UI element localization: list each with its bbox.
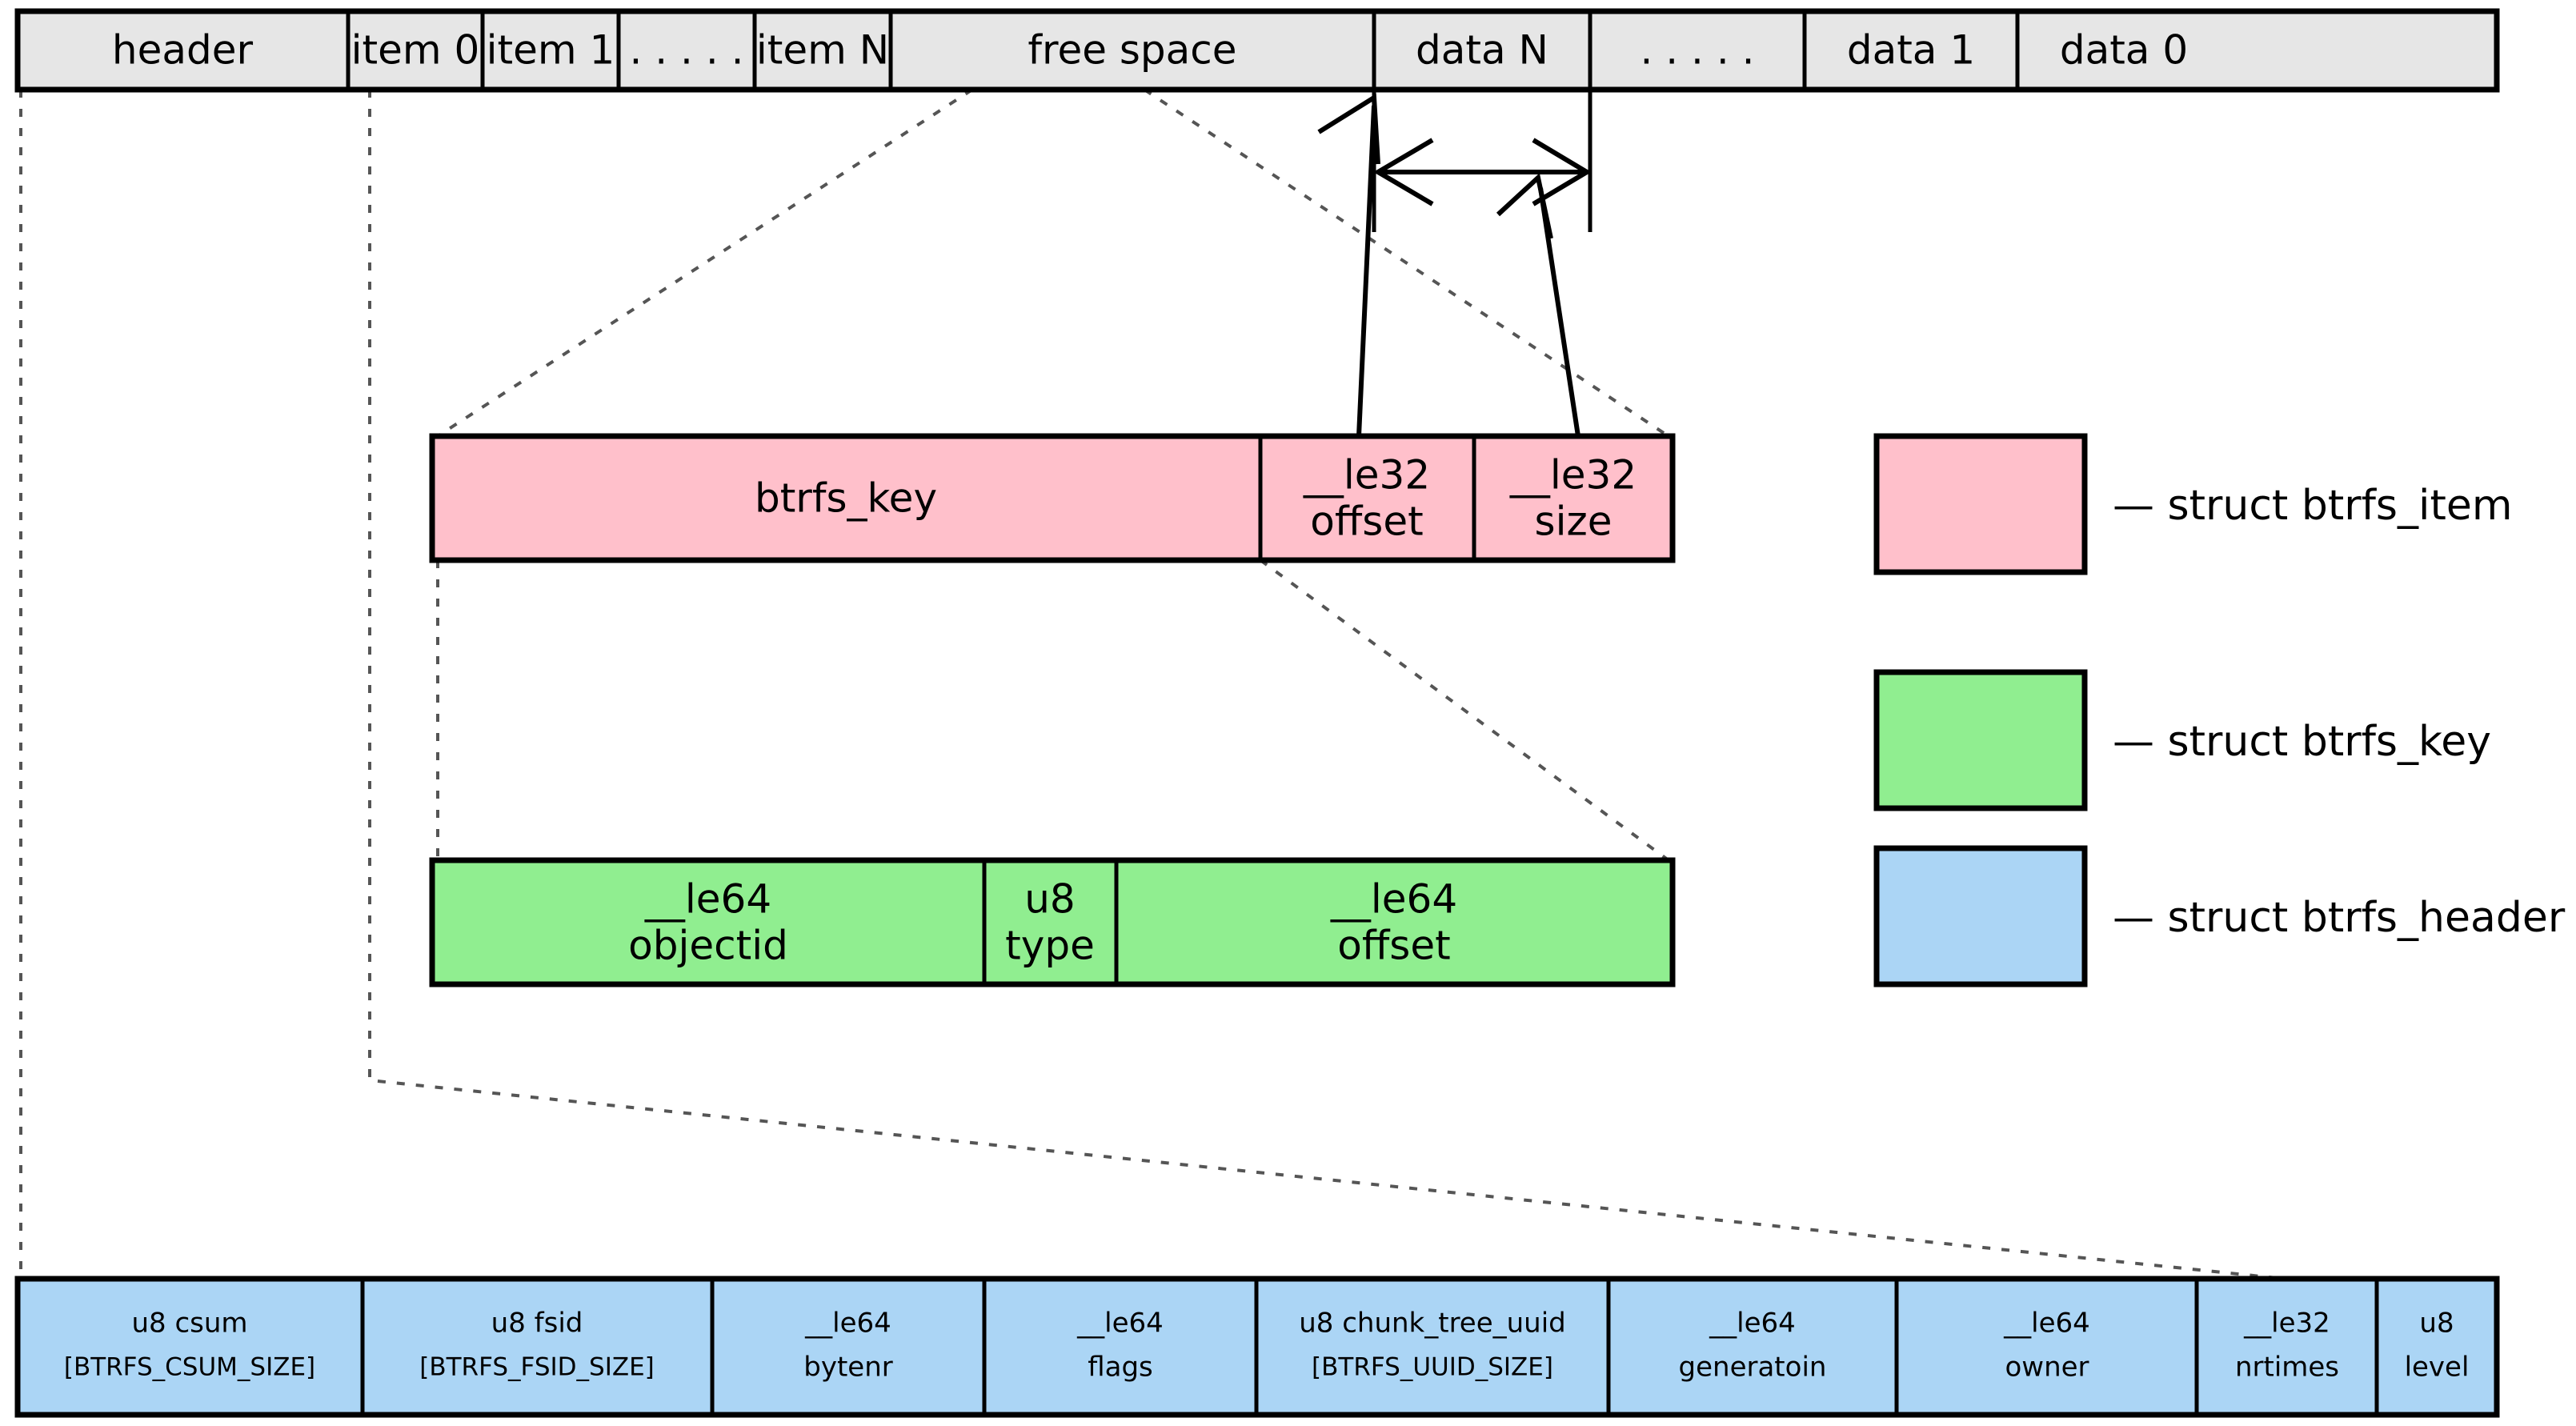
- key-cell-type-name: type: [1005, 923, 1095, 969]
- item-cell-offset-name: offset: [1310, 499, 1423, 545]
- leaf-cell-data-ellipsis: . . . . .: [1640, 27, 1754, 74]
- offset-pointer-line: [1356, 105, 1376, 437]
- key-cell-objectid-name: objectid: [628, 923, 788, 969]
- legend-label-btrfs-header: — struct btrfs_header: [2113, 894, 2566, 942]
- header-cell-generation-type: __le64: [1709, 1308, 1796, 1340]
- size-span-arrowhead-right: [1532, 138, 1592, 206]
- item-cell-size-type: __le32: [1509, 452, 1637, 499]
- size-pointer-arrowhead: [1496, 173, 1553, 239]
- btrfs-item-row-background: [429, 433, 1676, 563]
- header-cell-owner-name: owner: [2005, 1352, 2089, 1384]
- header-cell-flags-type: __le64: [1076, 1308, 1164, 1340]
- btrfs-key-row: __le64 objectid u8 type __le64 offset: [429, 857, 1676, 987]
- leaf-cell-item-n: item N: [756, 27, 889, 74]
- leaf-cell-free-space: free space: [1028, 27, 1236, 74]
- legend-swatch-btrfs-header: [1873, 845, 2088, 987]
- leaf-node-row-background: [14, 8, 2500, 93]
- header-cell-nrtimes-type: __le32: [2243, 1308, 2330, 1340]
- header-cell-level-type: u8: [2419, 1308, 2454, 1340]
- header-cell-fsid-size: [BTRFS_FSID_SIZE]: [419, 1353, 655, 1382]
- key-cell-offset-type: __le64: [1330, 876, 1457, 923]
- leaf-cell-data-0: data 0: [2060, 27, 2188, 74]
- leader-itemn-right: [1143, 88, 1670, 438]
- legend-swatch-btrfs-key: [1873, 669, 2088, 811]
- leaf-cell-data-n: data N: [1416, 27, 1548, 74]
- btrfs-item-row: btrfs_key __le32 offset __le32 size: [429, 433, 1676, 563]
- offset-size-arrows-group: [1317, 90, 1592, 437]
- header-cell-flags-name: flags: [1088, 1352, 1153, 1384]
- key-cell-objectid-type: __le64: [644, 876, 771, 923]
- header-cell-chunk-tree-uuid-size: [BTRFS_UUID_SIZE]: [1312, 1353, 1553, 1382]
- key-cell-type-type: u8: [1024, 876, 1076, 923]
- offset-pointer-arrowhead: [1317, 93, 1380, 165]
- btrfs-key-row-background: [429, 857, 1676, 987]
- leaf-cell-item-0: item 0: [351, 27, 480, 74]
- struct-legend: — struct btrfs_item — struct btrfs_key —…: [1873, 433, 2566, 987]
- item-cell-btrfs-key: btrfs_key: [755, 475, 937, 522]
- header-cell-generation-name: generatoin: [1679, 1352, 1827, 1384]
- legend-label-btrfs-key: — struct btrfs_key: [2113, 718, 2491, 766]
- item-cell-offset-type: __le32: [1303, 452, 1430, 499]
- header-cell-level-name: level: [2405, 1352, 2470, 1384]
- header-cell-chunk-tree-uuid-type: u8 chunk_tree_uuid: [1299, 1308, 1566, 1340]
- item-cell-size-name: size: [1535, 499, 1613, 545]
- header-cell-csum-size: [BTRFS_CSUM_SIZE]: [64, 1353, 315, 1382]
- leaf-cell-data-1: data 1: [1847, 27, 1975, 74]
- header-cell-fsid-type: u8 fsid: [491, 1308, 583, 1340]
- leader-itemn-left: [436, 88, 974, 438]
- leader-header-right: [368, 90, 2494, 1302]
- header-cell-nrtimes-name: nrtimes: [2235, 1352, 2339, 1384]
- legend-swatch-btrfs-item: [1873, 433, 2088, 575]
- leader-key-right: [1259, 559, 1670, 862]
- legend-label-btrfs-item: — struct btrfs_item: [2113, 482, 2513, 530]
- btrfs-header-row: u8 csum [BTRFS_CSUM_SIZE] u8 fsid [BTRFS…: [14, 1276, 2500, 1418]
- header-cell-bytenr-name: bytenr: [803, 1352, 893, 1384]
- key-cell-offset-name: offset: [1337, 923, 1450, 969]
- leaf-cell-item-1: item 1: [487, 27, 615, 74]
- header-cell-owner-type: __le64: [2003, 1308, 2090, 1340]
- leaf-cell-items-ellipsis: . . . . .: [629, 27, 743, 74]
- leaf-cell-header: header: [112, 27, 254, 74]
- leader-lines-group: [19, 88, 2494, 1312]
- size-span-arrowhead-left: [1373, 138, 1434, 206]
- header-cell-bytenr-type: __le64: [804, 1308, 891, 1340]
- leaf-node-row: header item 0 item 1 . . . . . item N fr…: [14, 8, 2500, 93]
- header-cell-csum-type: u8 csum: [131, 1308, 247, 1340]
